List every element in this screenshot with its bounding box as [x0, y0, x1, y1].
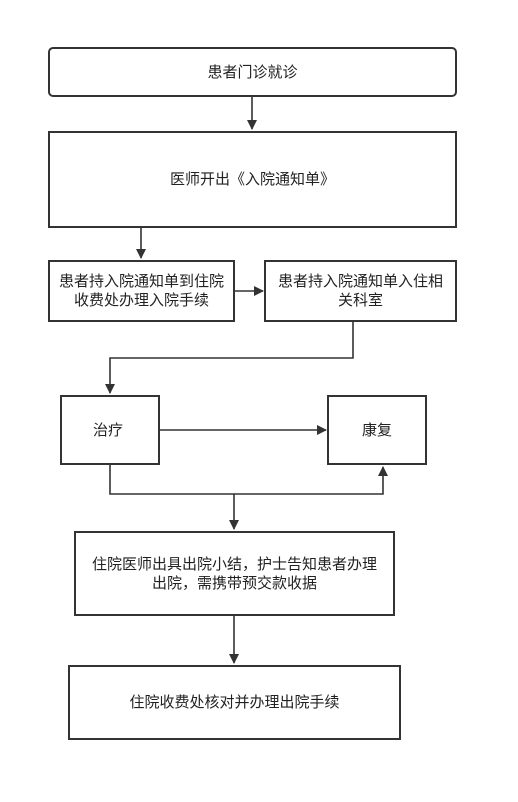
node-discharge-summary: 住院医师出具出院小结，护士告知患者办理出院，需携带预交款收据 — [74, 531, 395, 616]
node-admission-payment-label: 患者持入院通知单到住院收费处办理入院手续 — [58, 272, 224, 309]
node-ward-admission: 患者持入院通知单入住相关科室 — [264, 260, 457, 322]
node-treatment-label: 治疗 — [93, 420, 124, 439]
node-discharge-checkout-label: 住院收费处核对并办理出院手续 — [129, 693, 340, 711]
node-recovery: 康复 — [327, 395, 427, 465]
arrow-ward-to-treatment — [105, 322, 354, 394]
node-admission-notice: 医师开出《入院通知单》 — [48, 131, 457, 228]
node-outpatient-visit: 患者门诊就诊 — [48, 47, 457, 97]
node-admission-notice-label: 医师开出《入院通知单》 — [169, 170, 335, 188]
node-recovery-label: 康复 — [361, 420, 392, 439]
node-discharge-summary-label: 住院医师出具出院小结，护士告知患者办理出院，需携带预交款收据 — [91, 554, 377, 592]
node-discharge-checkout: 住院收费处核对并办理出院手续 — [68, 665, 401, 740]
loop-treatment-to-recovery — [109, 465, 388, 495]
node-admission-payment: 患者持入院通知单到住院收费处办理入院手续 — [48, 260, 235, 322]
node-outpatient-visit-label: 患者门诊就诊 — [207, 62, 298, 81]
node-ward-admission-label: 患者持入院通知单入住相关科室 — [277, 272, 443, 309]
node-treatment: 治疗 — [60, 395, 160, 465]
